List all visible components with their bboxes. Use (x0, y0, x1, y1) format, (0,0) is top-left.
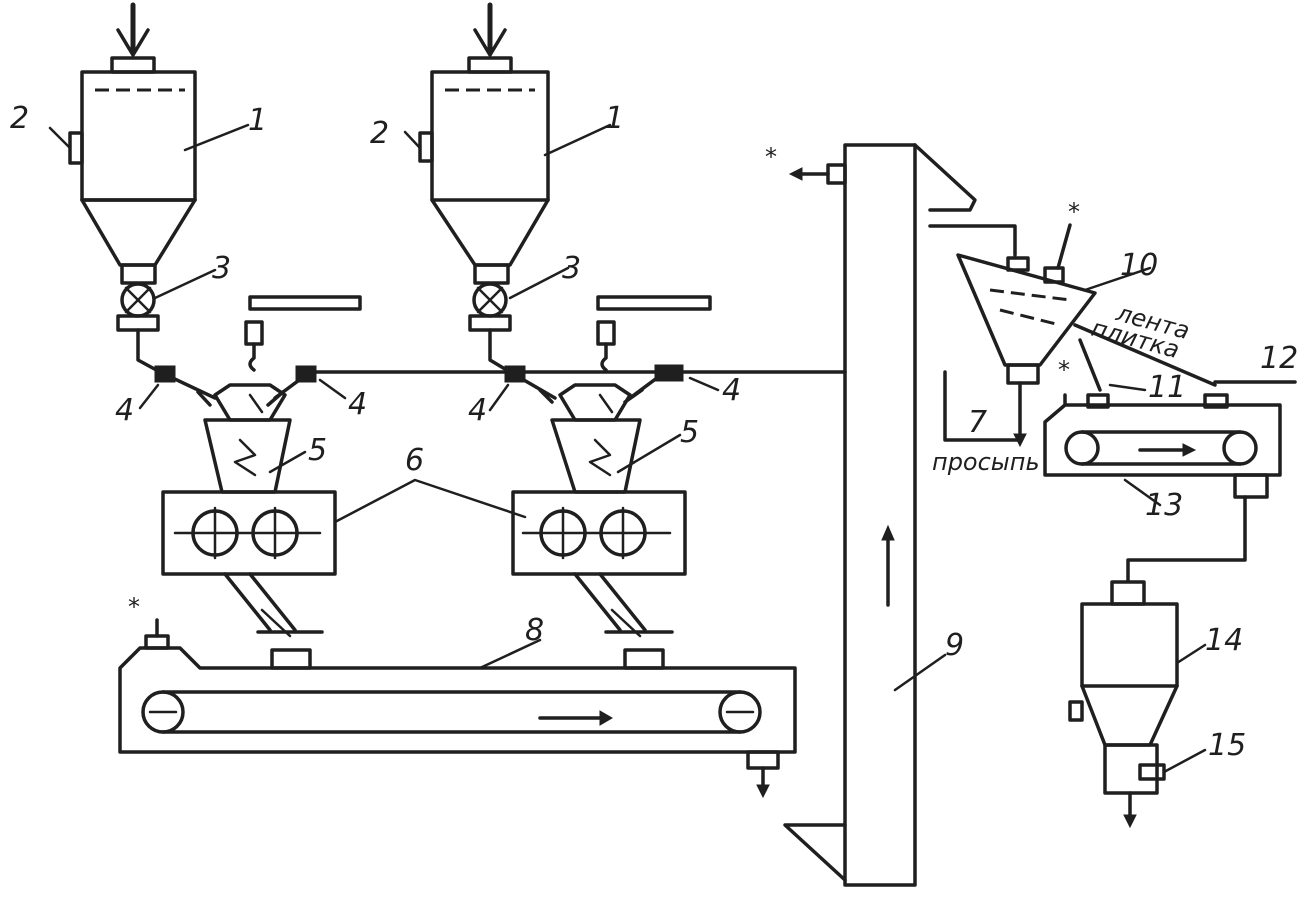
label-13: 13 (1145, 488, 1183, 523)
rotary-valve-left (116, 282, 160, 332)
exhaust-star-sifter: * (1068, 198, 1080, 226)
label-4-b: 4 (348, 387, 367, 422)
label-5-left: 5 (308, 433, 327, 468)
label-8: 8 (525, 613, 544, 648)
exhaust-star-conveyor13: * (1058, 356, 1070, 384)
exhaust-star-conveyor8: * (128, 593, 140, 621)
label-5-right: 5 (680, 415, 699, 450)
hopper-right (418, 2, 550, 285)
label-12: 12 (1260, 341, 1298, 376)
belt-conveyor-13 (1043, 393, 1282, 582)
leader-lines (48, 123, 1207, 774)
label-1-right: 1 (605, 101, 624, 136)
dosing-unit-right (504, 295, 712, 638)
rotary-valve-right (468, 282, 512, 332)
storage-hopper-14 (1068, 580, 1179, 829)
label-9: 9 (945, 628, 964, 663)
label-3-right: 3 (562, 251, 581, 286)
label-1-left: 1 (248, 103, 267, 138)
sifter-10 (928, 223, 1297, 448)
belt-conveyor-8 (118, 618, 797, 799)
label-10: 10 (1120, 248, 1158, 283)
label-4-d: 4 (722, 373, 741, 408)
label-4-a: 4 (115, 393, 134, 428)
exhaust-star-elevator: * (765, 143, 777, 171)
label-14: 14 (1205, 623, 1243, 658)
label-prosypi: просыпь (932, 448, 1040, 476)
label-2-left: 2 (10, 101, 29, 136)
label-3-left: 3 (212, 251, 231, 286)
bucket-elevator-9 (783, 143, 977, 887)
label-6: 6 (405, 443, 424, 478)
label-15: 15 (1208, 728, 1246, 763)
hopper-left (68, 2, 197, 285)
label-11: 11 (1148, 370, 1186, 405)
label-7: 7 (968, 405, 987, 440)
dosing-unit-left (154, 295, 362, 638)
label-4-c: 4 (468, 393, 487, 428)
label-2-right: 2 (370, 116, 389, 151)
